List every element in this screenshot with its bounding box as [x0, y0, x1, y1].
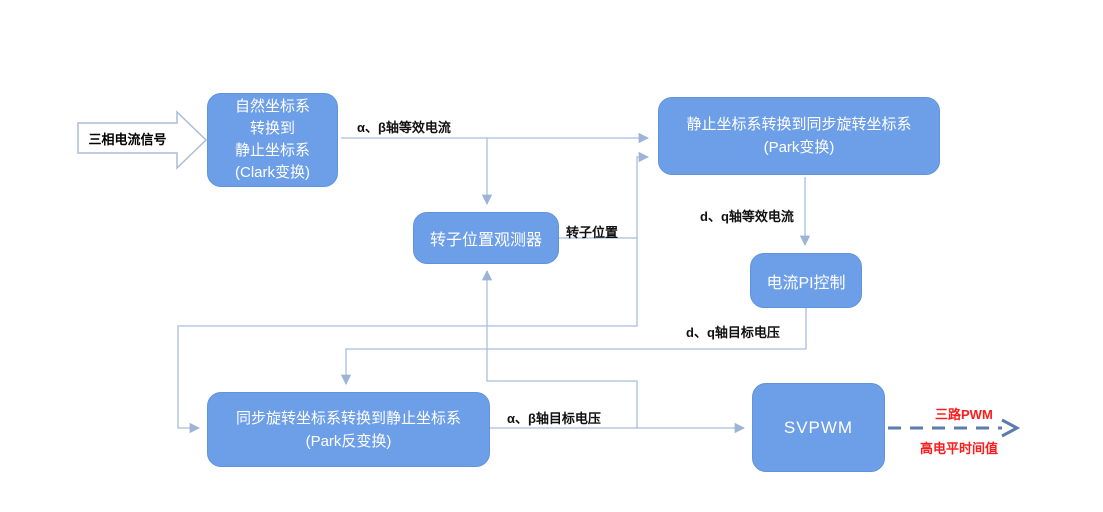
node-park-line: (Park变换) [763, 139, 835, 156]
node-pi-label: 电流PI控制 [766, 274, 846, 292]
node-park-line: 静止坐标系转换到同步旋转坐标系 [686, 116, 912, 133]
edge-rotor-position-to-park [559, 151, 650, 239]
node-clark-line: 转换到 [249, 120, 295, 137]
node-park-transform: 静止坐标系转换到同步旋转坐标系 (Park变换) [658, 97, 940, 175]
node-invpark-line: 同步旋转坐标系转换到静止坐标系 [235, 409, 461, 427]
node-svpwm: SVPWM [752, 383, 885, 472]
label-alpha-beta-current: α、β轴等效电流 [357, 120, 451, 135]
input-block-arrow-shape [77, 110, 208, 170]
edge-voltage-to-observer [481, 269, 638, 428]
label-pwm-output-top: 三路PWM [935, 407, 993, 422]
label-rotor-position: 转子位置 [566, 225, 619, 240]
edge-rotor-position-to-invpark [177, 238, 638, 434]
node-current-pi-control: 电流PI控制 [750, 253, 862, 308]
node-invpark-line: (Park反变换) [305, 432, 392, 450]
node-svpwm-label: SVPWM [783, 417, 854, 437]
label-dq-current: d、q轴等效电流 [700, 209, 794, 224]
node-clark-transform: 自然坐标系 转换到 静止坐标系 (Clark变换) [207, 93, 338, 187]
pwm-output-arrowhead-icon [1001, 418, 1021, 438]
edge-pi-to-invpark [340, 308, 807, 386]
node-clark-line: 静止坐标系 [234, 142, 310, 159]
node-clark-line: (Clark变换) [235, 164, 310, 181]
node-clark-line: 自然坐标系 [234, 98, 310, 115]
node-observer-label: 转子位置观测器 [429, 232, 542, 249]
label-alpha-beta-target-voltage: α、β轴目标电压 [507, 411, 601, 426]
node-inverse-park-transform: 同步旋转坐标系转换到静止坐标系 (Park反变换) [207, 392, 490, 467]
label-pwm-output-bottom: 高电平时间值 [920, 441, 999, 456]
label-dq-target-voltage: d、q轴目标电压 [686, 325, 780, 340]
input-signal-label: 三相电流信号 [88, 131, 167, 147]
node-rotor-position-observer: 转子位置观测器 [413, 212, 559, 264]
